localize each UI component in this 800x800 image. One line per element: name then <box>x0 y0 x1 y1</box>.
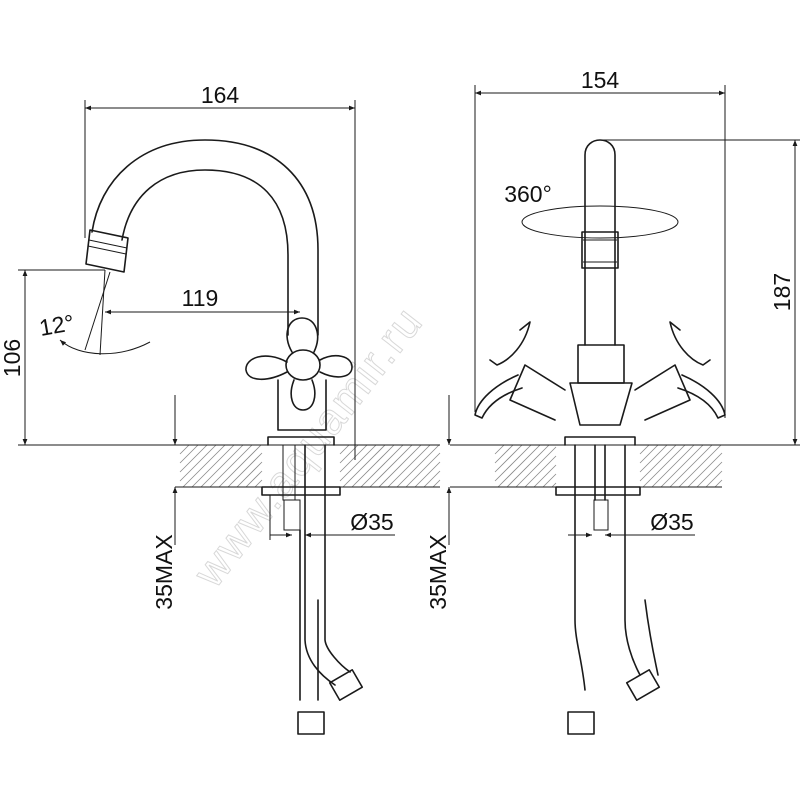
hatch-line <box>405 452 441 488</box>
hatch-line <box>209 444 253 488</box>
dimension-label: 12° <box>37 309 76 341</box>
hatch-line <box>378 444 422 488</box>
dimension-label: Ø35 <box>350 509 393 535</box>
hatch-line <box>396 444 440 488</box>
hatch-line <box>639 444 659 464</box>
hatch-line <box>179 444 199 464</box>
hatch-line <box>515 446 557 488</box>
hatch-line <box>245 470 263 488</box>
hatch-line <box>339 444 377 482</box>
hatch-line <box>179 444 217 482</box>
countertop-hatching <box>179 444 723 488</box>
hatch-line <box>642 444 686 488</box>
dimension-label: 164 <box>201 82 240 108</box>
dimension-label: 35MAX <box>425 534 451 609</box>
dimension-106: 106 <box>0 269 175 446</box>
hatch-line <box>533 464 557 488</box>
hatch-line <box>639 444 650 455</box>
hatch-line <box>342 444 386 488</box>
dimension-119: 119 <box>105 285 300 315</box>
hatch-line <box>551 482 557 488</box>
hatch-line <box>351 444 395 488</box>
dimension-label: 187 <box>769 273 795 311</box>
dimension-label: 154 <box>581 67 620 93</box>
hatch-line <box>432 479 441 488</box>
hatch-line <box>639 444 668 473</box>
hatch-line <box>227 452 263 488</box>
hatch-line <box>360 444 404 488</box>
dimension-35max-left: 35MAX <box>151 395 178 610</box>
hatch-line <box>414 461 441 488</box>
hatch-line <box>660 444 704 488</box>
hatch-line <box>705 470 723 488</box>
dimension-hole-right: Ø35 <box>568 509 695 538</box>
hatch-line <box>191 444 235 488</box>
hatch-line <box>339 444 350 455</box>
dimension-360-degree: 360° <box>504 181 552 207</box>
dimension-label: 35MAX <box>151 534 177 609</box>
hatch-line <box>218 444 262 488</box>
hatch-line <box>687 452 723 488</box>
dimension-hole-left: Ø35 <box>269 495 395 540</box>
hatch-line <box>714 479 723 488</box>
hatch-line <box>494 444 532 482</box>
dimension-label: 119 <box>182 285 219 311</box>
front-view-faucet <box>474 139 726 735</box>
dimension-154: 154 <box>474 67 726 418</box>
hatch-line <box>506 444 550 488</box>
hatch-line <box>387 444 431 488</box>
dimension-label: Ø35 <box>650 509 693 535</box>
hatch-line <box>497 444 541 488</box>
hatch-line <box>179 444 208 473</box>
hatch-line <box>696 461 723 488</box>
dimension-label: 106 <box>0 339 25 377</box>
hatch-line <box>200 444 244 488</box>
hatch-line <box>339 444 368 473</box>
dimension-35max-right: 35MAX <box>425 395 452 610</box>
hatch-line <box>678 444 722 488</box>
hatch-line <box>494 444 505 455</box>
hatch-line <box>651 444 695 488</box>
hatch-line <box>182 444 226 488</box>
hatch-line <box>494 444 514 464</box>
hatch-line <box>423 470 441 488</box>
hatch-line <box>524 455 557 488</box>
hatch-line <box>254 479 263 488</box>
dimension-12-degree: 12° <box>37 269 151 356</box>
hatch-line <box>669 444 713 488</box>
countertop-right <box>450 444 722 488</box>
watermark: www.aquamir.ru <box>184 297 433 597</box>
hatch-line <box>542 473 557 488</box>
hatch-line <box>369 444 413 488</box>
side-view-faucet <box>85 139 364 735</box>
dimension-187: 187 <box>600 139 800 446</box>
hatch-line <box>639 444 677 482</box>
hatch-line <box>494 444 523 473</box>
hatch-line <box>236 461 263 488</box>
hatch-line <box>179 444 190 455</box>
dimension-164: 164 <box>84 82 356 460</box>
